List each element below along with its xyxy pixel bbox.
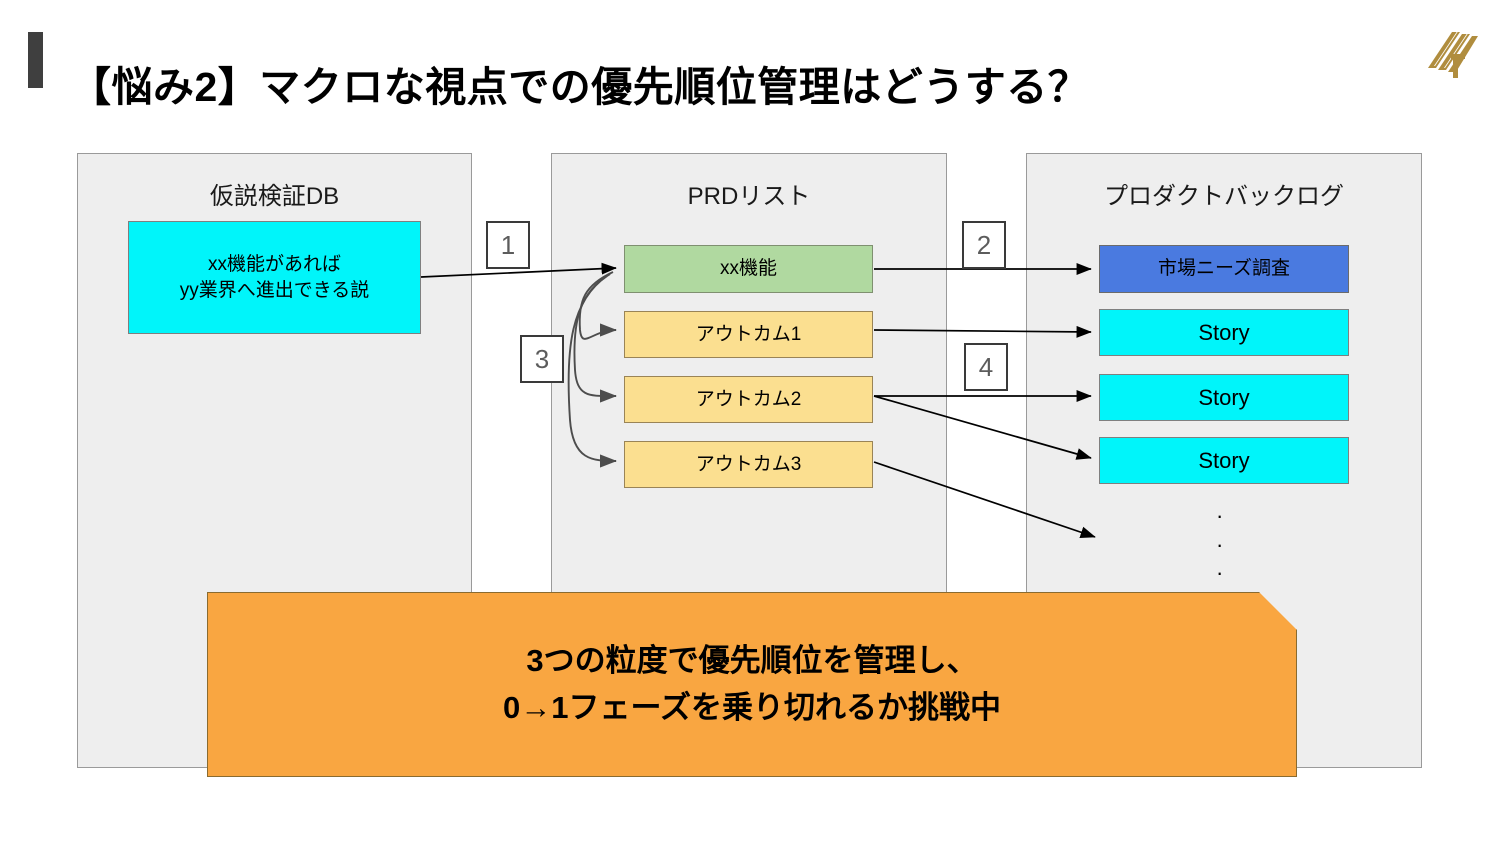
node-prd-outcome-2[interactable]: アウトカム2 — [624, 376, 873, 423]
node-prd-outcome-1[interactable]: アウトカム1 — [624, 311, 873, 358]
node-prd-outcome-3[interactable]: アウトカム3 — [624, 441, 873, 488]
step-badge-3: 3 — [520, 335, 564, 383]
backlog-ellipsis: · · · — [1216, 503, 1224, 586]
callout-banner: 3つの粒度で優先順位を管理し、 0→1フェーズを乗り切れるか挑戦中 — [207, 592, 1297, 777]
column-title-product-backlog: プロダクトバックログ — [1104, 183, 1344, 210]
callout-text: 3つの粒度で優先順位を管理し、 0→1フェーズを乗り切れるか挑戦中 — [503, 643, 1001, 725]
ellipsis-dot-3: · — [1216, 560, 1224, 586]
node-backlog-story-3[interactable]: Story — [1099, 437, 1349, 484]
column-title-prd-list: PRDリスト — [687, 183, 811, 210]
title-accent-bar — [28, 32, 43, 88]
node-backlog-story-2[interactable]: Story — [1099, 374, 1349, 421]
page-title: 【悩み2】マクロな視点での優先順位管理はどうする？ — [70, 64, 1090, 111]
ellipsis-dot-1: · — [1216, 503, 1224, 528]
column-title-hypothesis-db: 仮説検証DB — [209, 183, 340, 210]
node-prd-feature[interactable]: xx機能 — [624, 245, 873, 293]
node-hypothesis-card[interactable]: xx機能があれば yy業界へ進出できる説 — [128, 221, 421, 334]
company-logo — [1422, 24, 1478, 86]
step-badge-1: 1 — [486, 221, 530, 269]
ellipsis-dot-2: · — [1216, 531, 1224, 557]
node-backlog-market-research[interactable]: 市場ニーズ調査 — [1099, 245, 1349, 293]
node-backlog-story-1[interactable]: Story — [1099, 309, 1349, 356]
step-badge-2: 2 — [962, 221, 1006, 269]
step-badge-4: 4 — [964, 343, 1008, 391]
